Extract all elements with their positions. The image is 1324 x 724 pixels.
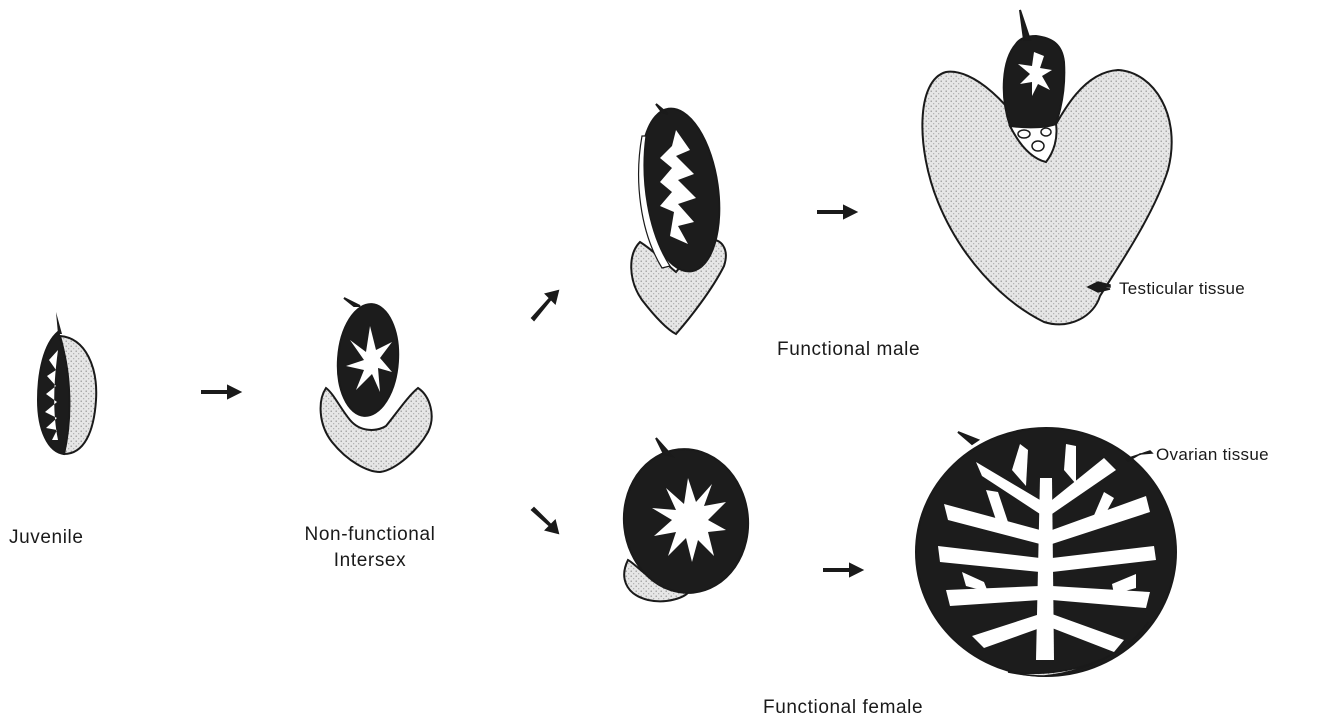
- label-ovarian-tissue: Ovarian tissue: [1156, 445, 1269, 465]
- label-functional-male: Functional male: [777, 339, 920, 361]
- functional-female-tip: [958, 432, 978, 444]
- label-juvenile: Juvenile: [9, 527, 84, 549]
- arrow-icon: [818, 206, 856, 218]
- juvenile-tip: [56, 312, 62, 334]
- arrow-icon: [532, 508, 558, 533]
- juvenile-gonad: [38, 312, 96, 454]
- functional-female-gonad: [916, 428, 1176, 676]
- early-female-gonad: [617, 438, 755, 601]
- label-intersex-line1: Non-functional: [305, 524, 436, 546]
- arrow-icon: [824, 564, 862, 576]
- label-testicular-tissue: Testicular tissue: [1119, 279, 1245, 299]
- intersex-tip: [344, 298, 360, 306]
- functional-male-tip: [1020, 10, 1030, 40]
- arrow-icon: [202, 386, 240, 398]
- early-female-tip: [656, 438, 672, 456]
- label-functional-female: Functional female: [763, 697, 923, 719]
- functional-male-gonad: [922, 10, 1171, 324]
- label-intersex-line2: Intersex: [334, 550, 406, 572]
- early-male-gonad: [631, 104, 729, 334]
- intersex-gonad: [321, 298, 432, 472]
- arrow-icon: [532, 291, 558, 320]
